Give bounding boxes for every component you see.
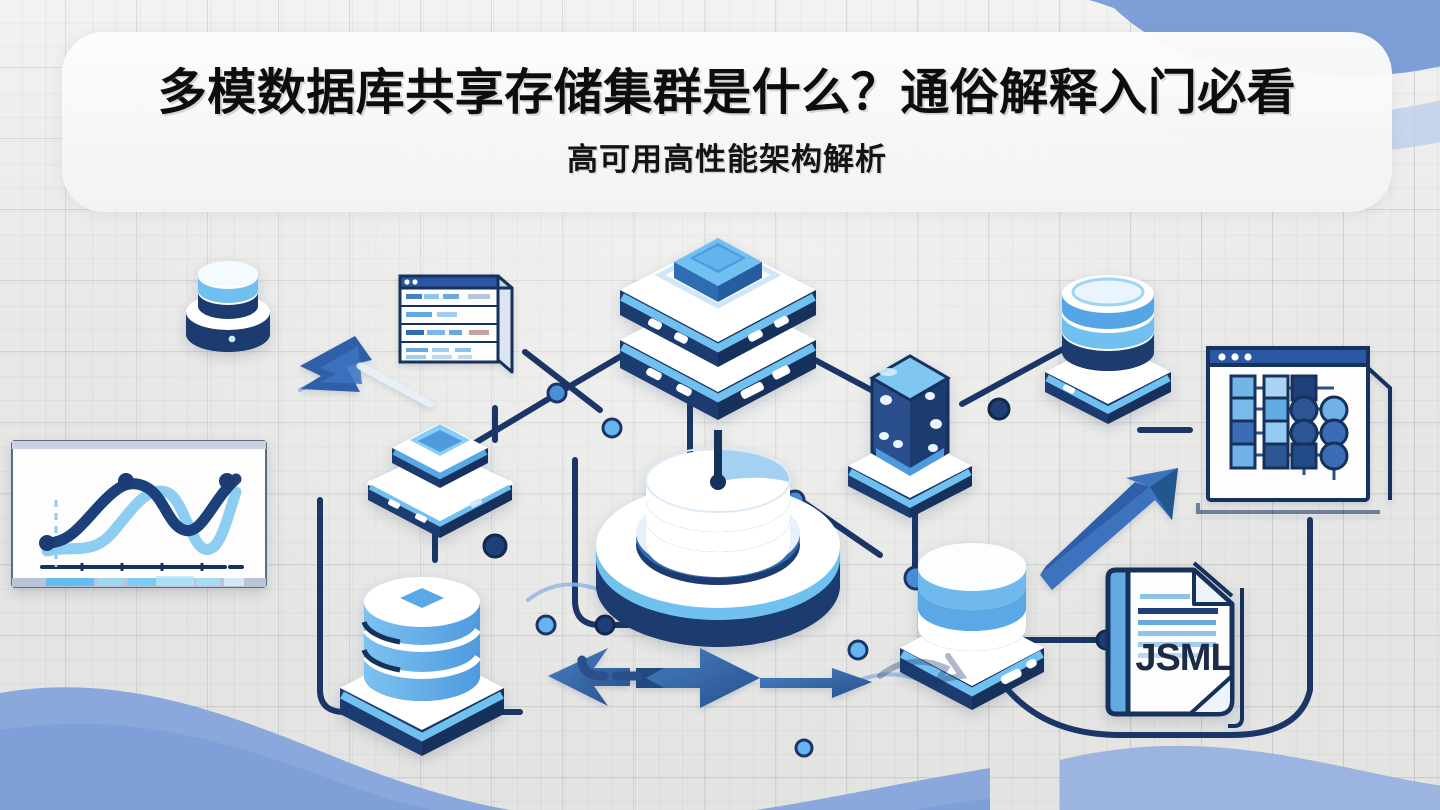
server-stack-left [366, 423, 514, 538]
database-cylinder-right [1045, 275, 1171, 424]
server-stack-primary [620, 238, 816, 420]
node-grid-window [1196, 346, 1392, 514]
database-cluster-center [596, 430, 840, 647]
arrow-right-bottom [577, 648, 872, 708]
document-file-jsml [1105, 561, 1244, 728]
arrow-ghost-bottom-right [877, 653, 968, 685]
title-card: 多模数据库共享存储集群是什么？通俗解释入门必看 高可用高性能架构解析 [62, 32, 1392, 212]
arrow-into-top-left-db [300, 336, 434, 408]
arrow-up-right [1040, 468, 1178, 590]
database-cylinder-lower-right [900, 543, 1044, 710]
page-subtitle: 高可用高性能架构解析 [567, 142, 887, 177]
line-chart-panel [11, 440, 267, 588]
database-cylinder-lower-left [340, 577, 504, 756]
table-list-window [398, 274, 514, 374]
page-title: 多模数据库共享存储集群是什么？通俗解释入门必看 [157, 66, 1297, 120]
table-row-bars [406, 294, 490, 359]
document-label-jsml: JSML [1135, 637, 1233, 679]
rack-tower-node [848, 354, 972, 518]
database-cylinder-small [186, 261, 270, 352]
